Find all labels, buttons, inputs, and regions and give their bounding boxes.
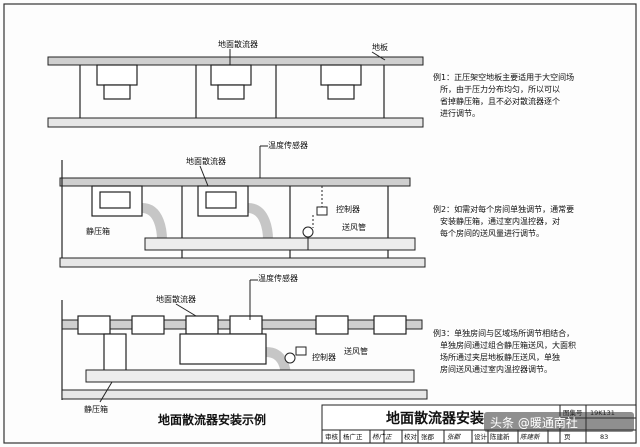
diffuser-unit-3a [77,315,111,335]
designer-signature: 陈建新 [520,433,541,441]
label-supply-duct-3: 送风管 [344,346,368,356]
drawing-frame [3,3,637,444]
svg-text:省掉静压箱，且不必对散流器逐个: 省掉静压箱，且不必对散流器逐个 [440,96,560,106]
svg-text:房间送风通过室内温控器调节。: 房间送风通过室内温控器调节。 [440,364,552,374]
controller-box-3 [295,346,307,356]
reviewer-signature: 杨广正 [372,433,393,441]
svg-text:场所通过夹层地板静压送风，单独: 场所通过夹层地板静压送风，单独 [440,352,560,362]
figure-caption: 地面散流器安装示例 [158,412,266,427]
diffuser-unit-1b [210,64,252,86]
base-slab-1 [47,117,424,128]
reviewer-name: 杨广正 [343,432,363,441]
example-1-diagram: 地面散流器 地板 [47,39,424,128]
supply-duct-3 [85,369,415,383]
flex-duct-2b [247,203,273,241]
label-static-box-2: 静压箱 [86,226,110,236]
checker-name: 张郡 [421,432,435,441]
watermark: 头条 @暖通南社 [484,412,634,432]
drawing-title: 地面散流器安装 [386,410,485,427]
controller-box-2 [316,206,328,216]
svg-text:所，由于压力分布均匀，所以可以: 所，由于压力分布均匀，所以可以 [440,84,560,94]
label-controller-2: 控制器 [336,204,360,214]
supply-duct-2 [144,237,416,251]
check-label: 校对 [404,432,418,441]
svg-text:每个房间的送风量进行调节。: 每个房间的送风量进行调节。 [440,228,544,238]
label-temp-sensor-2: 温度传感器 [268,140,308,150]
design-label: 设计 [474,432,488,441]
damper-actuator-2 [302,226,314,238]
label-controller-3: 控制器 [312,352,336,362]
page-number: 83 [600,433,608,441]
raised-floor-slab-2 [59,177,411,187]
label-temp-sensor-3: 温度传感器 [258,273,298,283]
diffuser-unit-1a [96,64,138,86]
svg-text:头条 @暖通南社: 头条 @暖通南社 [490,415,578,430]
svg-text:例2：如需对每个房间单独调节，通常要: 例2：如需对每个房间单独调节，通常要 [433,204,574,214]
svg-text:例3：单独房间与区域场所调节相结合，: 例3：单独房间与区域场所调节相结合， [433,328,574,338]
diffuser-unit-3b [131,315,165,335]
label-floor: 地板 [372,42,388,52]
example-3-note: 例3：单独房间与区域场所调节相结合， 单独房间通过组合静压箱送风，大面积 场所通… [433,328,576,374]
combined-static-box-3 [179,333,267,365]
svg-text:进行调节。: 进行调节。 [440,108,480,118]
svg-text:安装静压箱，通过室内温控器，对: 安装静压箱，通过室内温控器，对 [440,216,560,226]
label-static-box-3: 静压箱 [84,404,108,414]
diffuser-unit-3c [185,315,219,335]
page-label: 页 [564,433,571,441]
example-2-diagram: 温度传感器 地面散流器 控制器 送风管 静压箱 [59,140,426,268]
flex-duct-2a [141,203,167,241]
example-3-diagram: 温度传感器 地面散流器 控制器 送风管 静压箱 [61,273,428,414]
diffuser-unit-3d [229,315,263,335]
svg-text:例1：正压架空地板主要适用于大空间场: 例1：正压架空地板主要适用于大空间场 [433,72,574,82]
review-label: 审核 [325,432,339,441]
diffuser-unit-3e [315,315,349,335]
base-slab-3 [61,389,428,400]
raised-floor-slab-1 [47,56,424,66]
label-diffuser-3: 地面散流器 [156,294,196,304]
label-diffuser-2: 地面散流器 [186,156,226,166]
diffuser-unit-1c [320,64,362,86]
svg-text:单独房间通过组合静压箱送风，大面积: 单独房间通过组合静压箱送风，大面积 [440,340,576,350]
label-diffuser-1: 地面散流器 [218,39,258,49]
designer-name: 陈建新 [490,432,510,441]
label-supply-duct-2: 送风管 [342,222,366,232]
example-2-note: 例2：如需对每个房间单独调节，通常要 安装静压箱，通过室内温控器，对 每个房间的… [433,204,574,238]
diffuser-unit-3f [373,315,407,335]
example-1-note: 例1：正压架空地板主要适用于大空间场 所，由于压力分布均匀，所以可以 省掉静压箱… [433,72,574,118]
checker-signature: 张郡 [447,433,462,441]
damper-actuator-3 [284,352,296,364]
base-slab-2 [59,257,426,268]
